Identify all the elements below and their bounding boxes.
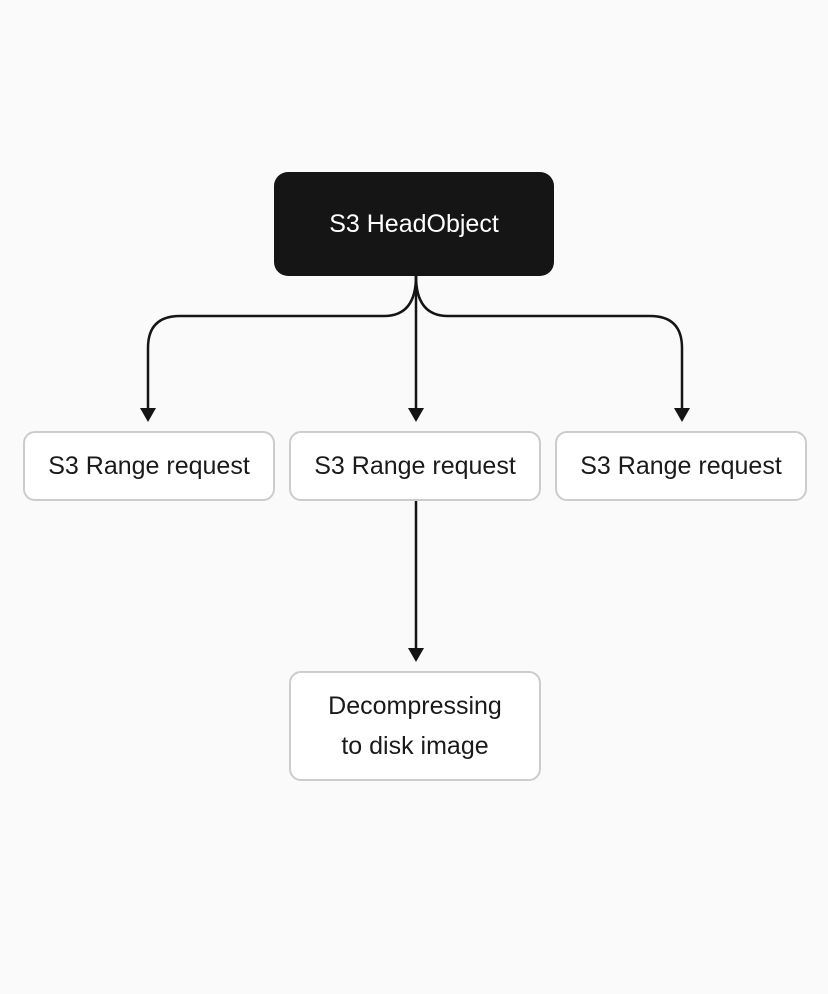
node-s3-range-request-1: S3 Range request [23, 431, 275, 501]
node-decompressing-line-2: to disk image [341, 732, 489, 760]
node-s3-headobject: S3 HeadObject [274, 172, 554, 276]
arrowhead-range-1 [140, 408, 156, 422]
arrowhead-range-3 [674, 408, 690, 422]
node-s3-range-request-1-label: S3 Range request [48, 452, 250, 480]
node-decompressing: Decompressing to disk image [289, 671, 541, 781]
node-s3-range-request-3-label: S3 Range request [580, 452, 782, 480]
connector-root-to-range-1 [146, 275, 418, 410]
node-s3-range-request-3: S3 Range request [555, 431, 807, 501]
arrowhead-decompress [408, 648, 424, 662]
connector-root-to-range-3 [414, 275, 684, 410]
node-s3-range-request-2: S3 Range request [289, 431, 541, 501]
node-decompressing-label: Decompressing to disk image [328, 686, 502, 766]
node-s3-range-request-2-label: S3 Range request [314, 452, 516, 480]
node-decompressing-line-1: Decompressing [328, 692, 502, 720]
node-s3-headobject-label: S3 HeadObject [329, 210, 499, 238]
arrowhead-range-2 [408, 408, 424, 422]
